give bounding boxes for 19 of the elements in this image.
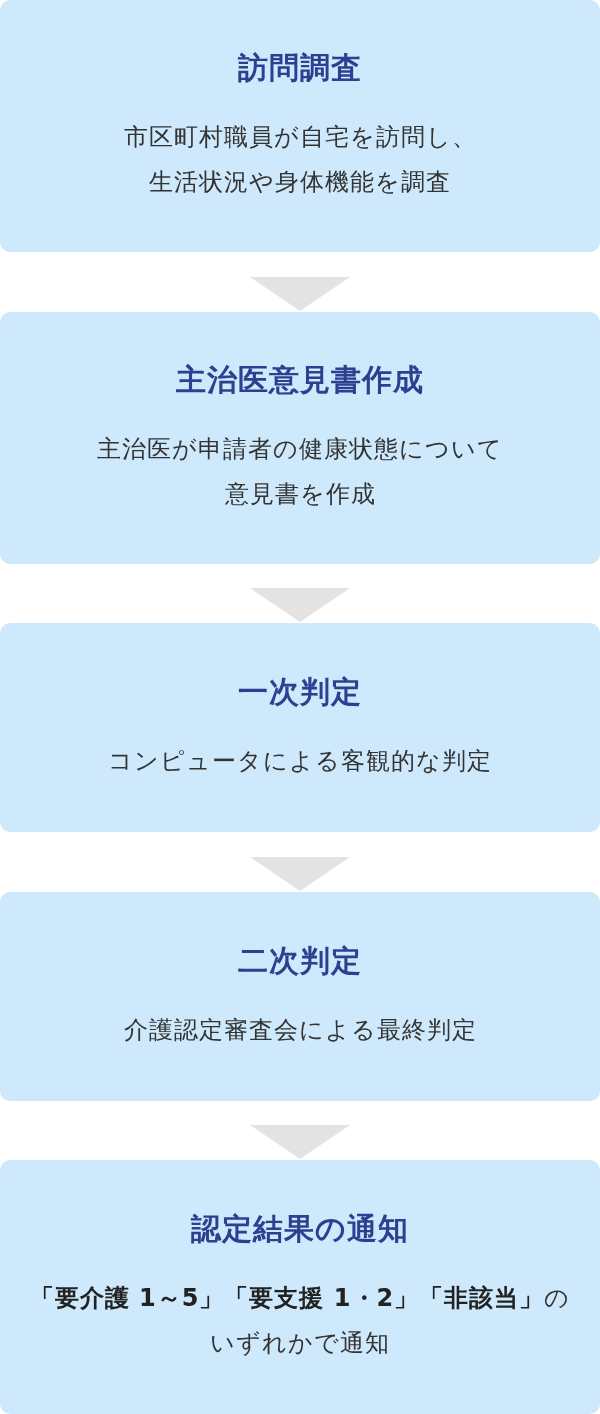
arrow (250, 1125, 350, 1159)
step-box (0, 312, 600, 564)
step-box (0, 623, 600, 832)
arrow (250, 588, 350, 622)
step-title: 主治医意見書作成 (176, 360, 424, 399)
step-title: 訪問調査 (238, 48, 362, 87)
step-box (0, 1160, 600, 1414)
step-title: 認定結果の通知 (191, 1209, 409, 1248)
step-description: 「要介護 1～5」「要支援 1・2」「非該当」のいずれかで通知 (28, 1282, 572, 1359)
arrow (250, 277, 350, 311)
step-title: 二次判定 (238, 941, 362, 980)
step-description: コンピュータによる客観的な判定 (108, 745, 492, 777)
step-description: 市区町村職員が自宅を訪問し、生活状況や身体機能を調査 (122, 121, 478, 198)
step-description: 介護認定審査会による最終判定 (123, 1014, 477, 1046)
step-title: 一次判定 (238, 672, 362, 711)
step-box (0, 892, 600, 1101)
step-box (0, 0, 600, 252)
step-description: 主治医が申請者の健康状態について意見書を作成 (96, 433, 504, 510)
arrow (250, 857, 350, 891)
